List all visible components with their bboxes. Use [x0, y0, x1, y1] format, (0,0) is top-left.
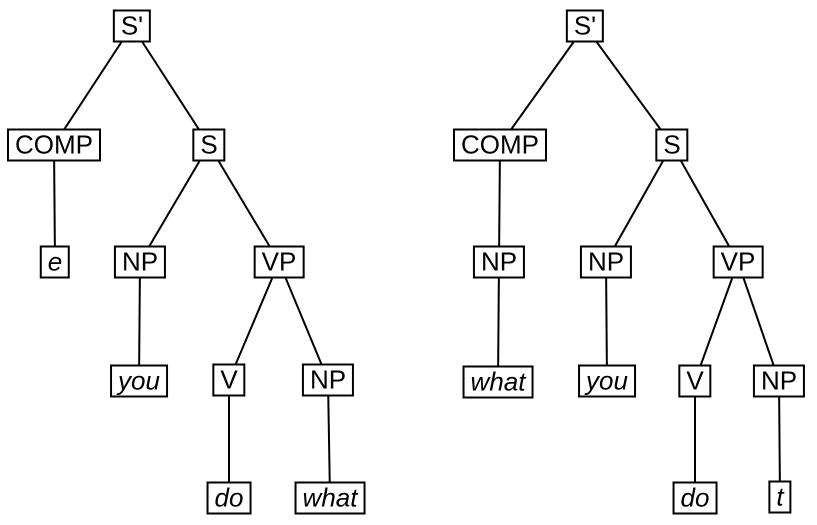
left-tree-node-vp: VP — [253, 245, 305, 279]
right-tree-edge-np3-t — [778, 380, 781, 498]
left-tree-edge-sbar-s — [131, 25, 210, 146]
right-tree-node-you: you — [578, 364, 636, 398]
left-tree-node-np1: NP — [113, 245, 167, 279]
left-tree-node-you: you — [110, 364, 168, 398]
right-tree-node-v: V — [678, 364, 712, 398]
left-tree-node-what: what — [294, 481, 366, 515]
right-tree-edge-np1-what — [497, 261, 500, 383]
right-tree-edge-comp-np1 — [498, 144, 501, 263]
left-tree-node-e: e — [39, 245, 71, 279]
right-tree-edge-s-vp — [671, 144, 739, 263]
right-tree-node-np2: NP — [579, 245, 633, 279]
right-tree-node-np1: NP — [472, 245, 526, 279]
right-tree-node-sbar: S' — [565, 9, 605, 43]
left-tree-edge-np1-you — [138, 261, 141, 382]
right-tree-edge-sbar-comp — [499, 25, 586, 146]
left-tree-edge-sbar-comp — [53, 25, 133, 146]
left-tree-edge-comp-e — [53, 144, 56, 263]
left-tree-node-s: S — [192, 128, 226, 162]
right-tree-edge-s-np2 — [605, 144, 673, 263]
left-tree-node-np2: NP — [301, 363, 355, 397]
right-tree-node-t: t — [768, 480, 792, 514]
right-tree-edge-sbar-s — [584, 25, 673, 146]
left-tree-node-comp: COMP — [7, 128, 101, 162]
right-tree-node-comp: COMP — [453, 128, 547, 162]
right-tree-node-do: do — [672, 481, 718, 515]
right-tree-node-np3: NP — [752, 364, 806, 398]
left-tree-node-do: do — [206, 481, 252, 515]
left-tree-edge-np2-what — [327, 379, 331, 499]
left-tree-edge-vp-np2 — [278, 261, 329, 381]
left-tree-edge-s-vp — [208, 144, 280, 263]
right-tree-edge-vp-np3 — [737, 261, 780, 382]
left-tree-edge-vp-v — [228, 261, 280, 381]
left-tree-node-v: V — [212, 363, 246, 397]
left-tree-edge-s-np1 — [139, 144, 210, 263]
right-tree-node-s: S — [655, 128, 689, 162]
right-tree-node-vp: VP — [712, 245, 764, 279]
right-tree-edge-np2-you — [605, 261, 608, 382]
right-tree-edge-vp-v — [694, 261, 739, 382]
left-tree-node-sbar: S' — [112, 9, 152, 43]
right-tree-node-what: what — [462, 365, 534, 399]
